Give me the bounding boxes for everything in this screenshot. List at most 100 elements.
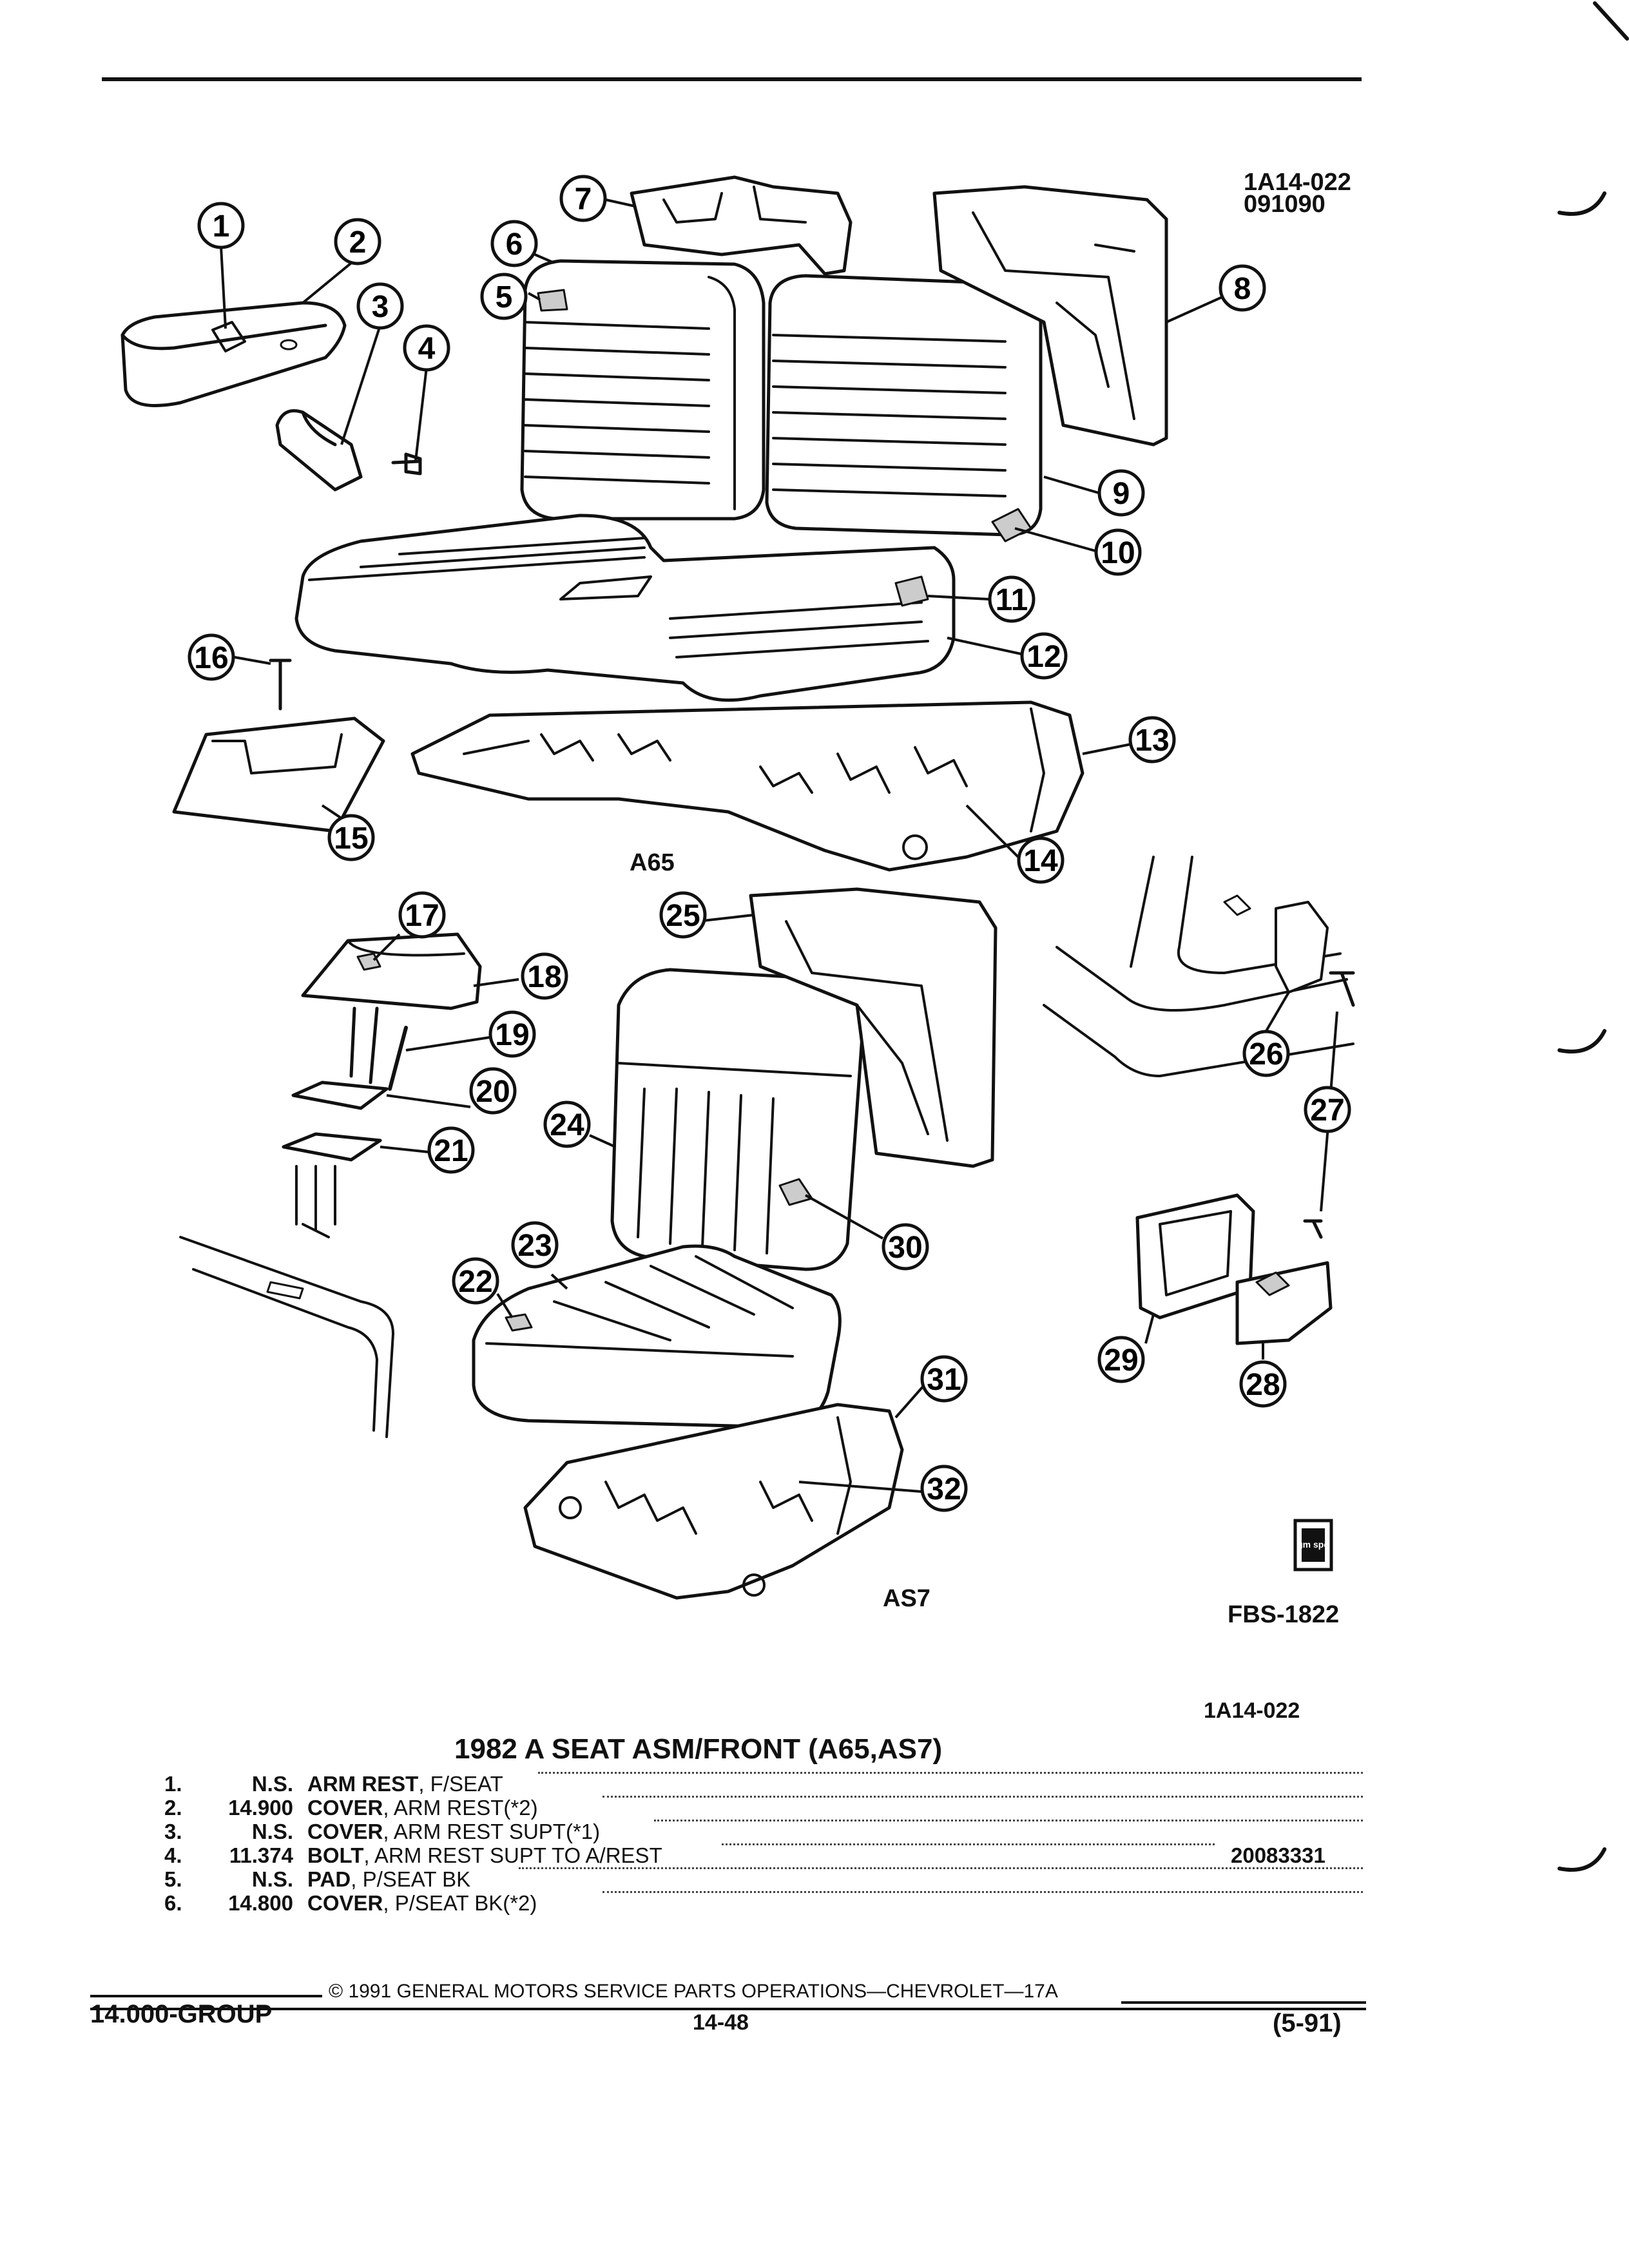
- part-qualifier: , P/SEAT BK(*2): [383, 1891, 537, 1915]
- parts-row: 5. N.S. PAD, P/SEAT BK: [164, 1867, 1389, 1891]
- label-as7: AS7: [883, 1585, 930, 1612]
- page-title: 1982 A SEAT ASM/FRONT (A65,AS7): [454, 1733, 943, 1765]
- callout-31: 31: [920, 1355, 968, 1403]
- item-number: 2.: [164, 1796, 182, 1820]
- svg-text:gm spo: gm spo: [1297, 1539, 1329, 1550]
- item-number: 1.: [164, 1772, 182, 1796]
- callout-25: 25: [659, 891, 707, 939]
- item-number: 5.: [164, 1867, 182, 1891]
- bench-back-right: [765, 274, 1043, 543]
- callout-18: 18: [521, 952, 568, 1000]
- callout-20: 20: [469, 1067, 517, 1115]
- headrest-drawing: [301, 932, 482, 1084]
- callout-circles: 1 2 3 4 5 6 7 8 9 10 11 12 13 14 15 16 1…: [188, 175, 1351, 1512]
- group-number: N.S.: [251, 1820, 293, 1843]
- svg-text:24: 24: [550, 1108, 584, 1142]
- footer-date: (5-91): [1273, 2009, 1342, 2037]
- svg-text:5: 5: [496, 280, 513, 314]
- bench-base-frame: [410, 700, 1084, 872]
- svg-text:30: 30: [888, 1231, 922, 1265]
- part-description: PAD, P/SEAT BK: [307, 1867, 470, 1892]
- svg-text:21: 21: [434, 1134, 468, 1168]
- callout-28: 28: [1239, 1360, 1287, 1408]
- svg-text:8: 8: [1234, 272, 1251, 306]
- armrest-support-drawing: [275, 409, 363, 492]
- svg-text:26: 26: [1249, 1037, 1283, 1072]
- callout-12: 12: [1020, 632, 1068, 680]
- dot-leader: [538, 1772, 1363, 1774]
- handle-drawing: [1235, 1261, 1333, 1345]
- figure-date: 091090: [1244, 191, 1325, 218]
- svg-text:2: 2: [349, 226, 367, 260]
- svg-text:16: 16: [194, 641, 228, 675]
- svg-text:18: 18: [527, 960, 561, 994]
- callout-2: 2: [334, 218, 381, 265]
- part-number: 20083331: [1231, 1843, 1325, 1867]
- page-edge-marks: [1557, 1, 1629, 1872]
- callout-19: 19: [488, 1010, 536, 1058]
- screw-27-drawing: [1303, 971, 1355, 1239]
- group-number: 14.900: [228, 1796, 293, 1820]
- svg-text:19: 19: [495, 1018, 529, 1052]
- svg-text:29: 29: [1104, 1343, 1138, 1378]
- callout-8: 8: [1219, 264, 1266, 312]
- callout-21: 21: [427, 1126, 475, 1174]
- footer-page-number: 14-48: [693, 2010, 749, 2035]
- footer-rule-left: [90, 1995, 322, 1997]
- callout-23: 23: [511, 1221, 559, 1269]
- bench-cushion: [294, 514, 956, 702]
- callout-30: 30: [882, 1223, 929, 1271]
- svg-text:4: 4: [418, 332, 436, 366]
- part-qualifier: , ARM REST SUPT TO A/REST: [363, 1843, 662, 1867]
- group-number: N.S.: [251, 1772, 293, 1796]
- part-name: ARM REST: [307, 1772, 419, 1796]
- svg-text:15: 15: [334, 822, 368, 856]
- svg-text:31: 31: [927, 1363, 961, 1397]
- part-description: ARM REST, F/SEAT: [307, 1772, 503, 1796]
- guide-plate-drawing: [282, 1081, 389, 1238]
- part-description: COVER, P/SEAT BK(*2): [307, 1891, 537, 1916]
- parts-row: 1. N.S. ARM REST, F/SEAT: [164, 1772, 1389, 1796]
- part-qualifier: , P/SEAT BK: [351, 1867, 471, 1891]
- svg-text:27: 27: [1310, 1093, 1344, 1128]
- parts-row: 4. 11.374 BOLT, ARM REST SUPT TO A/REST …: [164, 1843, 1389, 1867]
- part-name: COVER: [307, 1796, 383, 1820]
- group-number: 14.800: [228, 1891, 293, 1915]
- exploded-seat-diagram: 1 2 3 4 5 6 7 8 9 10 11 12 13 14 15 16 1…: [120, 175, 1355, 1600]
- item-number: 4.: [164, 1843, 182, 1867]
- svg-text:9: 9: [1113, 477, 1130, 511]
- part-description: COVER, ARM REST(*2): [307, 1796, 538, 1820]
- bench-back-left: [520, 259, 766, 521]
- dot-leader: [602, 1796, 1363, 1798]
- callout-10: 10: [1094, 528, 1142, 576]
- part-name: PAD: [307, 1867, 351, 1891]
- callout-6: 6: [490, 220, 538, 267]
- svg-text:10: 10: [1101, 536, 1135, 570]
- svg-text:7: 7: [575, 182, 592, 216]
- door-panel-left-drawing: [179, 1236, 394, 1438]
- svg-text:23: 23: [517, 1229, 552, 1263]
- svg-text:25: 25: [666, 899, 700, 933]
- console-drawing: [172, 658, 385, 833]
- dot-leader: [602, 1891, 1363, 1893]
- part-name: COVER: [307, 1891, 383, 1915]
- body-panel-right-drawing: [1043, 856, 1354, 1077]
- dot-leader: [722, 1843, 1215, 1845]
- callout-15: 15: [327, 814, 375, 861]
- bucket-back-drawing: [610, 968, 865, 1271]
- part-qualifier: , ARM REST SUPT(*1): [383, 1820, 601, 1843]
- bench-back-frame-right: [932, 185, 1168, 447]
- footer-rule-right: [1121, 2001, 1366, 2004]
- dot-leader: [519, 1867, 1363, 1869]
- parts-row: 2. 14.900 COVER, ARM REST(*2): [164, 1796, 1389, 1820]
- callout-5: 5: [480, 273, 528, 320]
- callout-11: 11: [988, 575, 1036, 623]
- svg-text:11: 11: [996, 583, 1028, 617]
- callout-9: 9: [1097, 469, 1145, 517]
- item-number: 3.: [164, 1820, 182, 1843]
- callout-27: 27: [1304, 1086, 1351, 1133]
- dot-leader: [654, 1820, 1363, 1821]
- svg-text:20: 20: [476, 1075, 510, 1109]
- svg-text:12: 12: [1027, 640, 1061, 674]
